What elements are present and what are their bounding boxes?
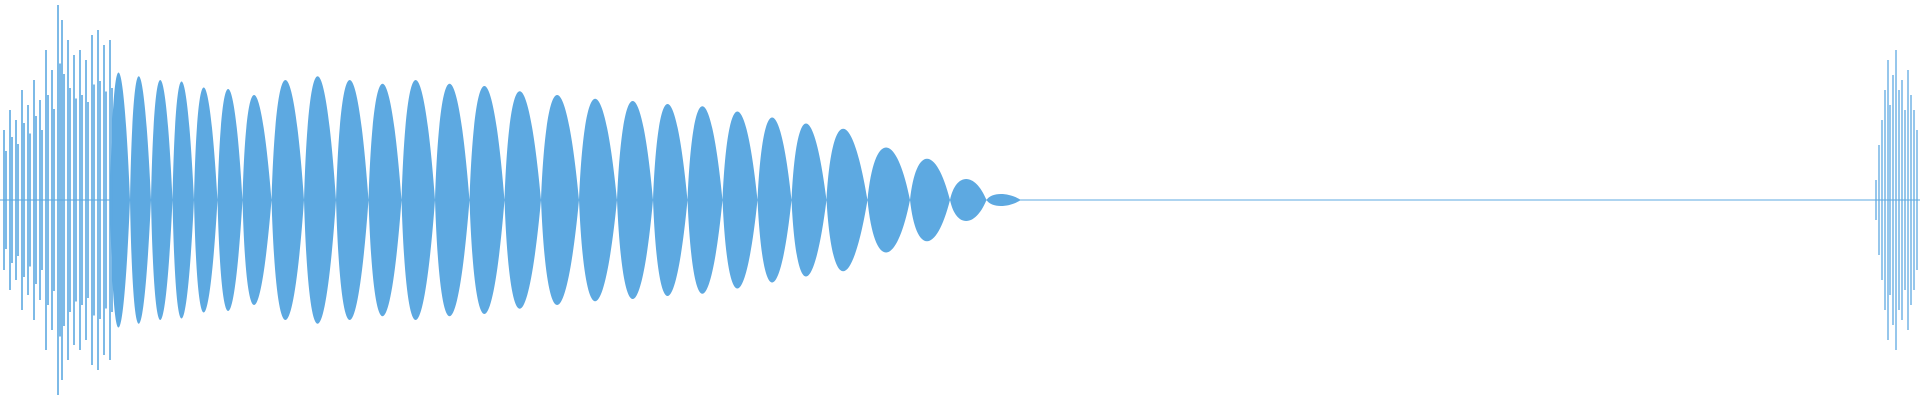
waveform-right-spikes bbox=[1875, 50, 1918, 350]
waveform-main-burst bbox=[110, 72, 1030, 328]
waveform-left-spikes bbox=[3, 5, 113, 395]
